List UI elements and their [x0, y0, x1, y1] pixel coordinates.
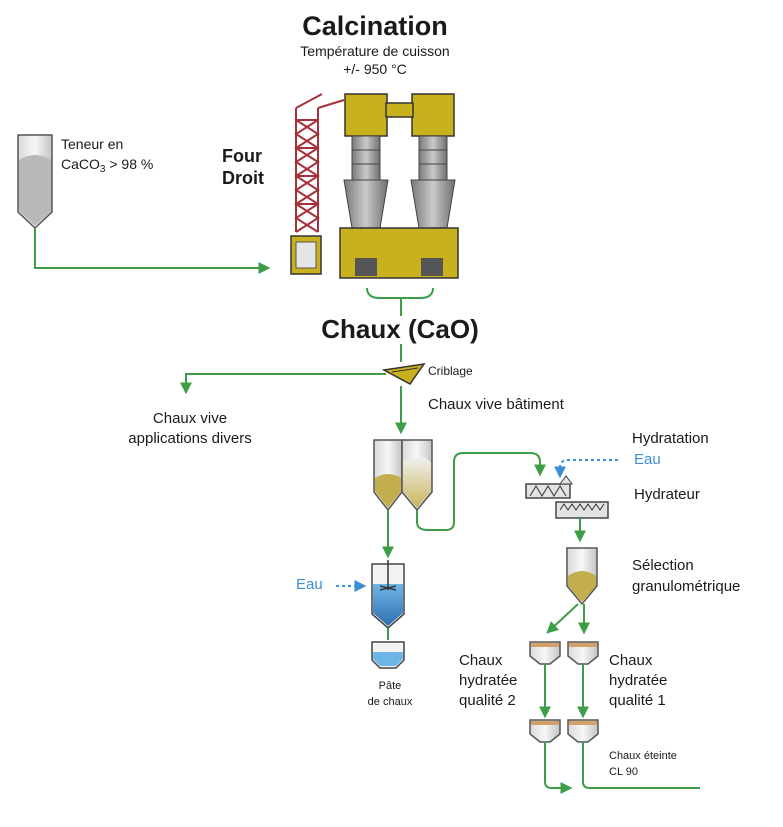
q2-label-line3: qualité 2 [459, 692, 516, 709]
hydrateur-label: Hydrateur [634, 486, 700, 503]
raw-material-silo [17, 134, 53, 230]
flow-raw-to-kiln [34, 228, 271, 274]
paste-container [371, 641, 405, 669]
kiln-discharge-bracket [366, 287, 434, 299]
paste-tank [371, 560, 405, 629]
cooking-temperature-label: Température de cuisson [300, 43, 450, 59]
criblage-label: Criblage [428, 364, 473, 378]
bin-q2-bottom [529, 719, 561, 743]
flow-q1-output [582, 742, 700, 789]
flow-q2-output [544, 742, 573, 794]
water-hydrator-label: Eau [634, 451, 661, 468]
slaked-lime-label-line2: CL 90 [609, 766, 638, 778]
quicklime-misc-line2: applications divers [128, 430, 252, 447]
bin-q1-bottom [567, 719, 599, 743]
selection-silo [566, 547, 598, 606]
raw-material-label-line1: Teneur en [61, 136, 124, 152]
slaked-lime-label-line1: Chaux éteinte [609, 750, 677, 762]
hydratation-label: Hydratation [632, 430, 709, 447]
flow-to-quicklime-misc [180, 373, 386, 395]
storage-silos [373, 439, 433, 512]
kiln-four-droit [339, 93, 459, 279]
selection-label-line2: granulométrique [632, 578, 741, 595]
raw-material-label-line2: CaCO3 > 98 % [61, 156, 154, 175]
hydrator-machine [525, 475, 609, 519]
bin-q1-top [567, 641, 599, 665]
q1-label-line1: Chaux [609, 652, 653, 669]
q2-label-line1: Chaux [459, 652, 503, 669]
quicklime-misc-line1: Chaux vive [152, 410, 228, 427]
q1-label-line3: qualité 1 [609, 692, 666, 709]
selection-label-line1: Sélection [632, 557, 694, 574]
flow-to-q2 [546, 603, 579, 634]
furnace-label-line2: Droit [222, 168, 264, 188]
product-cao-label: Chaux (CaO) [321, 314, 479, 344]
q1-label-line2: hydratée [609, 672, 668, 689]
skip-bucket [290, 235, 322, 275]
water-paste-label: Eau [296, 576, 323, 593]
crane-elevator [294, 93, 345, 233]
q2-label-line2: hydratée [459, 672, 518, 689]
furnace-label-line1: Four [222, 146, 262, 166]
paste-label-line1: Pâte [378, 680, 402, 692]
bin-q2-top [529, 641, 561, 665]
cooking-temperature-value: +/- 950 °C [343, 61, 407, 77]
quicklime-building-label: Chaux vive bâtiment [428, 396, 564, 413]
title-calcination: Calcination [302, 11, 448, 41]
flow-to-hydrator [416, 452, 546, 531]
paste-label-line2: de chaux [367, 696, 413, 708]
criblage-screen [381, 362, 426, 385]
flow-water-hydrator [554, 459, 618, 479]
